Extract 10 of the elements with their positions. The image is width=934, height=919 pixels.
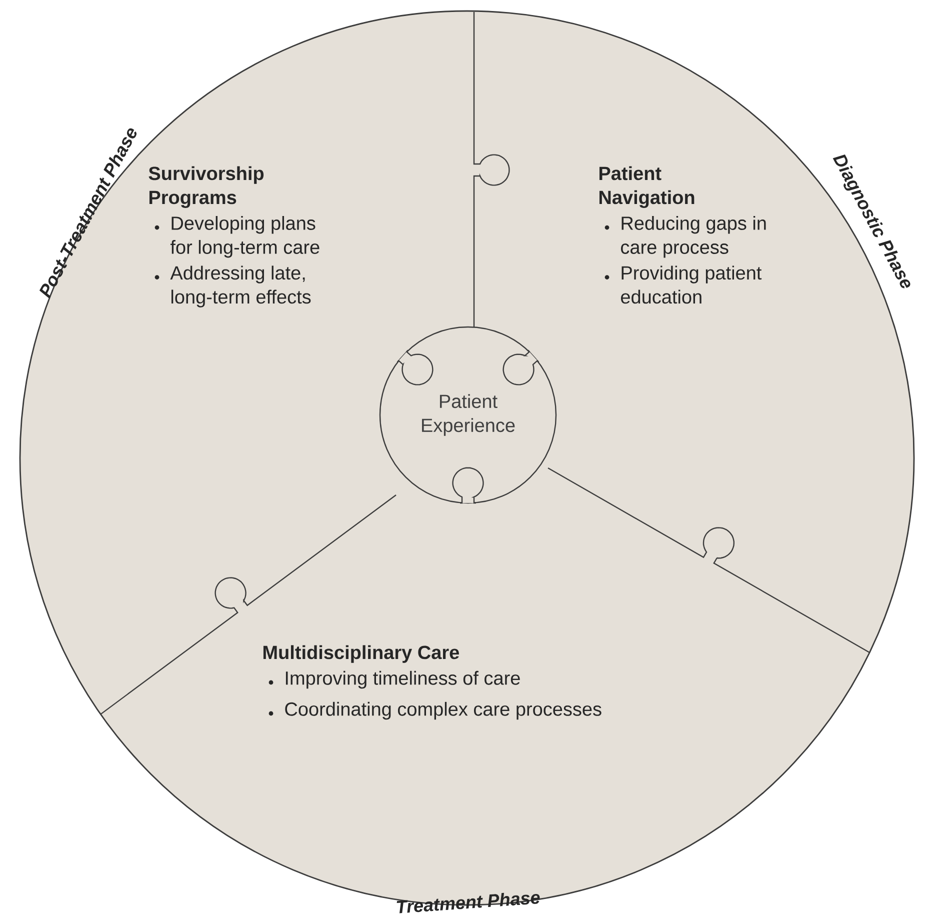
bullet-item: Providing patient education (604, 266, 762, 304)
section-heading: Survivorship Programs (148, 166, 264, 208)
section-heading: Multidisciplinary Care (263, 645, 459, 663)
bullet-item: Reducing gaps in care process (604, 216, 766, 258)
bullet-item: Addressing late, long-term effects (154, 266, 311, 308)
phase-label: Treatment Phase (396, 892, 540, 914)
bullet-item: Improving timeliness of care (268, 670, 520, 689)
bullet-item: Developing plans for long-term care (154, 216, 320, 258)
bullet-item: Coordinating complex care processes (268, 702, 602, 720)
section-heading: Patient Navigation (599, 166, 694, 208)
